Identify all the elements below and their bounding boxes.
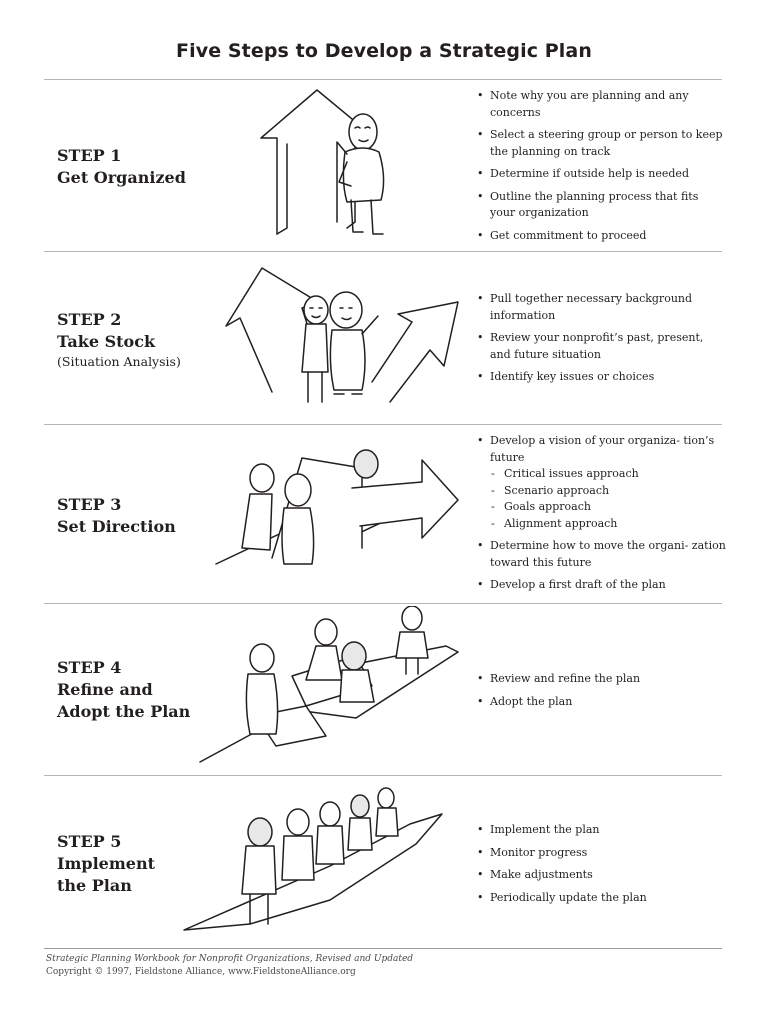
step-3-label: STEP 3 xyxy=(57,495,122,514)
list-item: Select a steering group or person to kee… xyxy=(476,127,726,160)
step-3-bullets: Develop a vision of your organiza- tion’… xyxy=(476,433,726,600)
step-1-label: STEP 1 xyxy=(57,146,122,165)
list-item: Goals approach xyxy=(476,499,726,516)
footer-source: Strategic Planning Workbook for Nonprofi… xyxy=(46,954,414,964)
list-item: Make adjustments xyxy=(476,867,726,884)
footer: Strategic Planning Workbook for Nonprofi… xyxy=(46,953,413,979)
list-item: Determine how to move the organi- zation… xyxy=(476,538,726,571)
list-item: Critical issues approach xyxy=(476,466,726,483)
step-4-bullets: Review and refine the plan Adopt the pla… xyxy=(476,671,726,716)
list-item: Outline the planning process that fits y… xyxy=(476,189,726,222)
list-item: Develop a vision of your organiza- tion’… xyxy=(476,433,726,466)
step-4-heading: STEP 4 Refine and Adopt the Plan xyxy=(57,657,190,723)
list-item: Review your nonprofit’s past, present, a… xyxy=(476,330,726,363)
step-5-name-line-2: the Plan xyxy=(57,876,132,895)
step-5-heading: STEP 5 Implement the Plan xyxy=(57,831,155,897)
step-4-name-line-1: Refine and xyxy=(57,680,153,699)
step-2-heading: STEP 2 Take Stock (Situation Analysis) xyxy=(57,309,181,371)
step-3-name: Set Direction xyxy=(57,517,176,536)
list-item: Pull together necessary background infor… xyxy=(476,291,726,324)
step-1-heading: STEP 1 Get Organized xyxy=(57,145,186,189)
divider-step-4 xyxy=(44,775,722,776)
list-item: Implement the plan xyxy=(476,822,726,839)
step-1-bullets: Note why you are planning and any concer… xyxy=(476,88,726,250)
step-5-name-line-1: Implement xyxy=(57,854,155,873)
list-item: Get commitment to proceed xyxy=(476,228,726,245)
list-item: Identify key issues or choices xyxy=(476,369,726,386)
step-1-illustration xyxy=(255,82,395,242)
step-2-name: Take Stock xyxy=(57,332,156,351)
step-5-bullets: Implement the plan Monitor progress Make… xyxy=(476,822,726,912)
list-item: Monitor progress xyxy=(476,845,726,862)
divider-step-1 xyxy=(44,251,722,252)
divider-top xyxy=(44,79,722,80)
step-3-heading: STEP 3 Set Direction xyxy=(57,494,176,538)
step-2-subtitle: (Situation Analysis) xyxy=(57,354,181,369)
footer-copyright: Copyright © 1997, Fieldstone Alliance, w… xyxy=(46,967,356,977)
list-item: Note why you are planning and any concer… xyxy=(476,88,726,121)
step-2-label: STEP 2 xyxy=(57,310,122,329)
step-5-illustration xyxy=(180,784,444,934)
list-item: Determine if outside help is needed xyxy=(476,166,726,183)
step-2-illustration xyxy=(222,262,462,412)
list-item: Develop a first draft of the plan xyxy=(476,577,726,594)
divider-step-3 xyxy=(44,603,722,604)
page-title: Five Steps to Develop a Strategic Plan xyxy=(176,40,592,62)
step-5-label: STEP 5 xyxy=(57,832,122,851)
step-2-bullets: Pull together necessary background infor… xyxy=(476,291,726,392)
list-item: Periodically update the plan xyxy=(476,890,726,907)
list-item: Adopt the plan xyxy=(476,694,726,711)
step-4-name-line-2: Adopt the Plan xyxy=(57,702,191,721)
step-3-illustration xyxy=(212,438,462,578)
list-item: Scenario approach xyxy=(476,483,726,500)
step-1-name: Get Organized xyxy=(57,168,186,187)
step-4-label: STEP 4 xyxy=(57,658,122,677)
divider-bottom xyxy=(44,948,722,949)
list-item: Review and refine the plan xyxy=(476,671,726,688)
step-4-illustration xyxy=(196,606,466,770)
divider-step-2 xyxy=(44,424,722,425)
list-item: Alignment approach xyxy=(476,516,726,533)
